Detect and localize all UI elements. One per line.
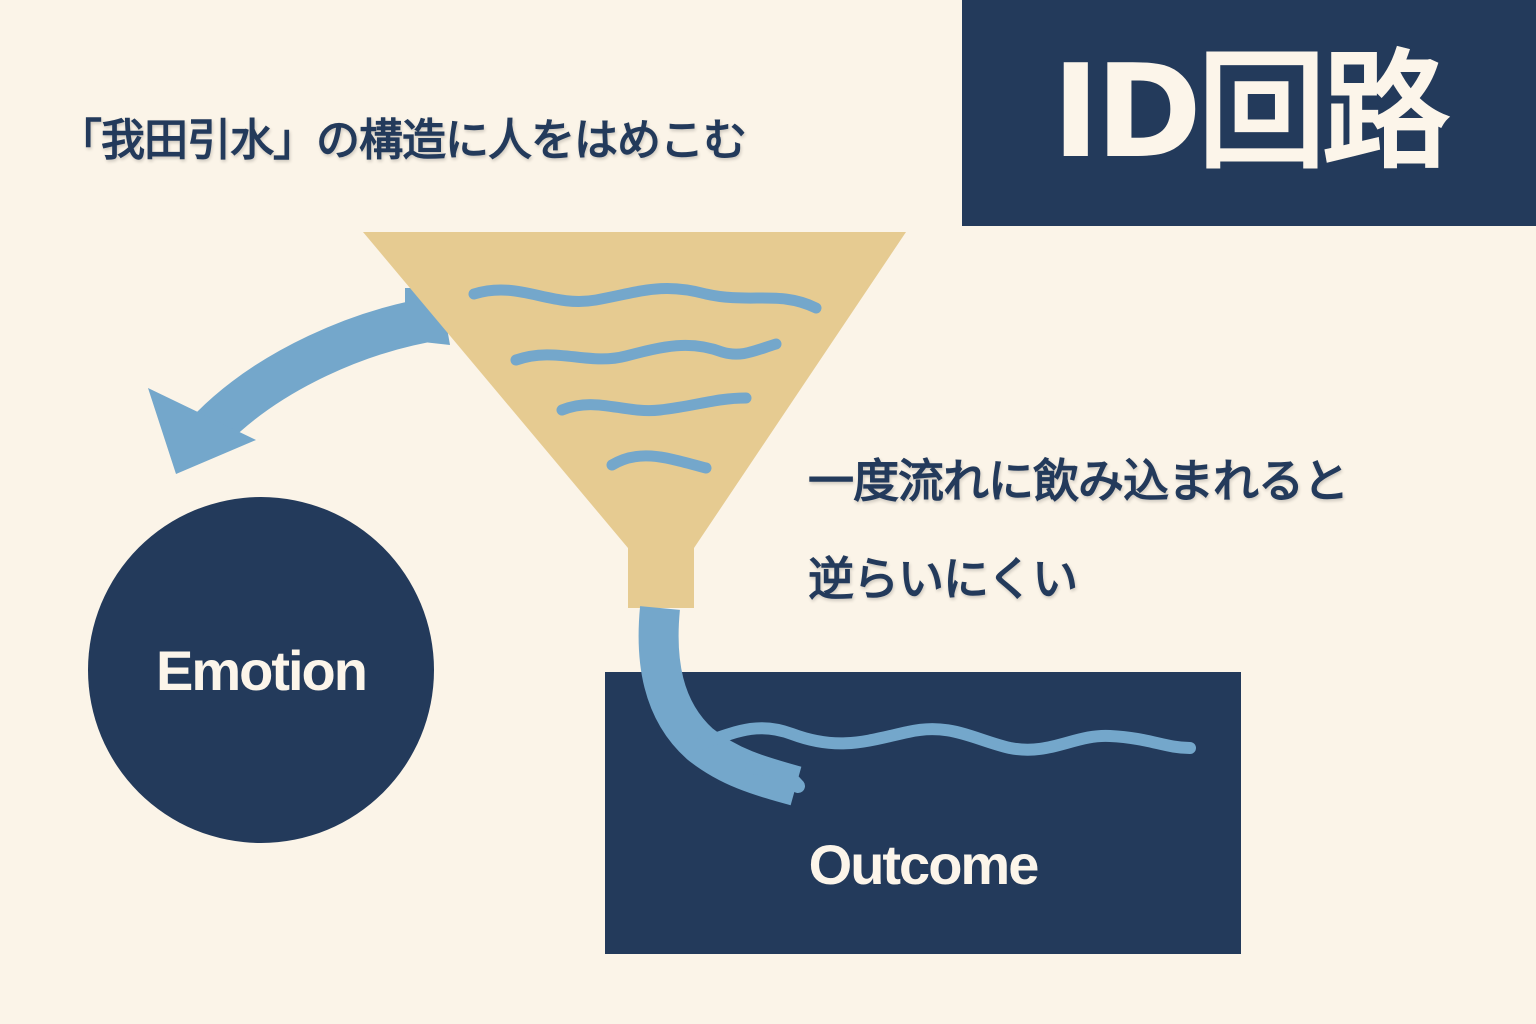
title-banner: ID回路 bbox=[962, 0, 1536, 226]
flow-note-line-1: 一度流れに飲み込まれると bbox=[808, 454, 1349, 508]
page-title: ID回路 bbox=[1052, 38, 1450, 187]
wave-lines-icon bbox=[468, 282, 822, 474]
subtitle: 「我田引水」の構造に人をはめこむ bbox=[58, 115, 747, 166]
emotion-label: Emotion bbox=[156, 638, 368, 702]
outcome-label: Outcome bbox=[808, 833, 1040, 896]
curved-arrow-icon bbox=[148, 288, 450, 474]
outcome-node: Outcome bbox=[605, 672, 1241, 954]
flow-note: 一度流れに飲み込まれると 逆らいにくい bbox=[808, 432, 1349, 628]
flow-note-line-2: 逆らいにくい bbox=[808, 552, 1078, 606]
emotion-node: Emotion bbox=[88, 497, 434, 843]
stream-icon bbox=[638, 606, 1196, 806]
funnel-icon bbox=[363, 232, 906, 608]
